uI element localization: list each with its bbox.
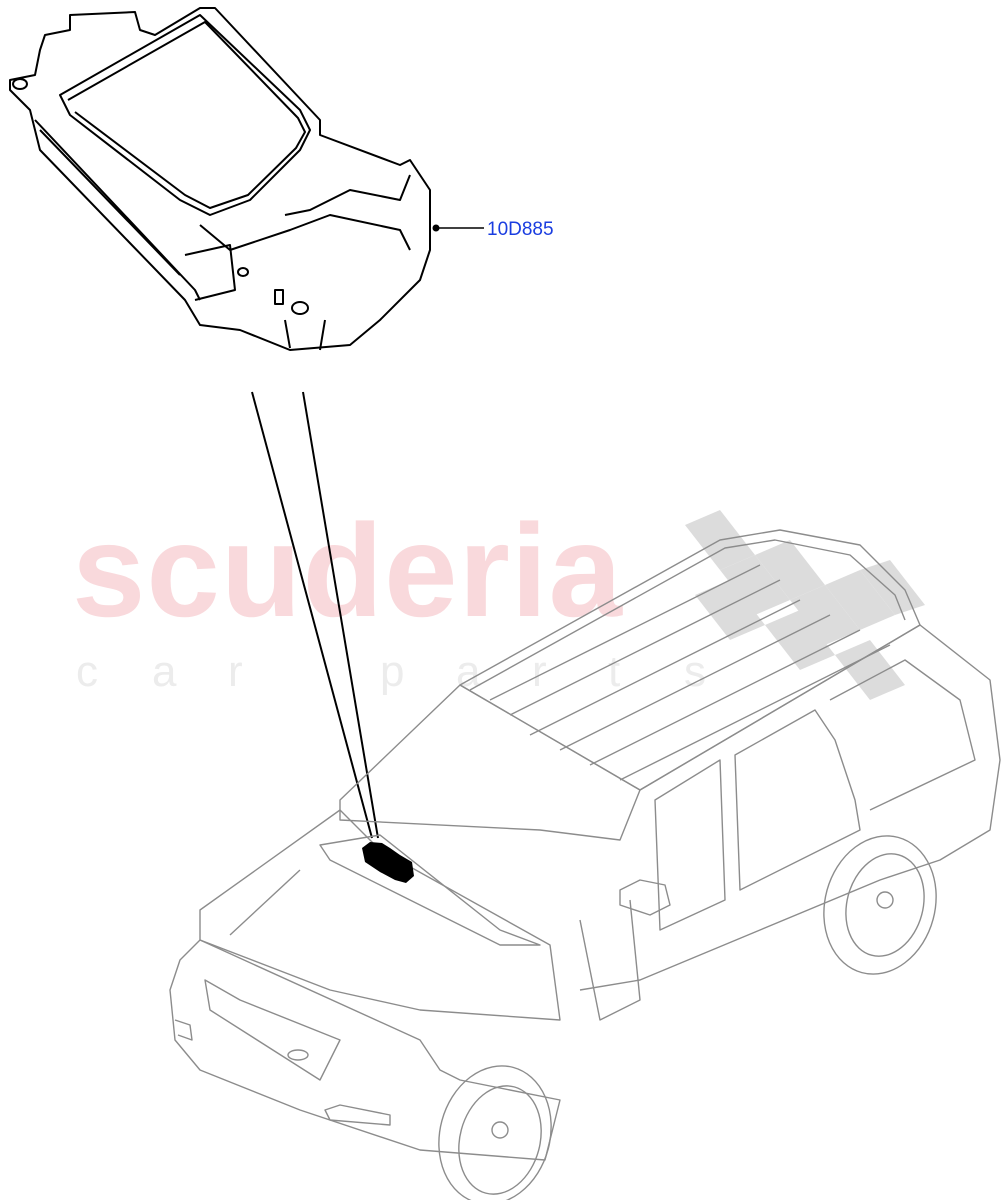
- vehicle-outline: [169, 529, 1001, 1200]
- callout-leader-10D885: [432, 224, 484, 232]
- checkered-flag-icon: [685, 510, 925, 700]
- watermark-brand: scuderia: [72, 497, 623, 644]
- location-pointer-lines: [251, 391, 379, 839]
- head-up-display-module[interactable]: [9, 7, 431, 351]
- module-location-highlight: [362, 842, 414, 883]
- callout-label-10D885[interactable]: 10D885: [487, 219, 554, 240]
